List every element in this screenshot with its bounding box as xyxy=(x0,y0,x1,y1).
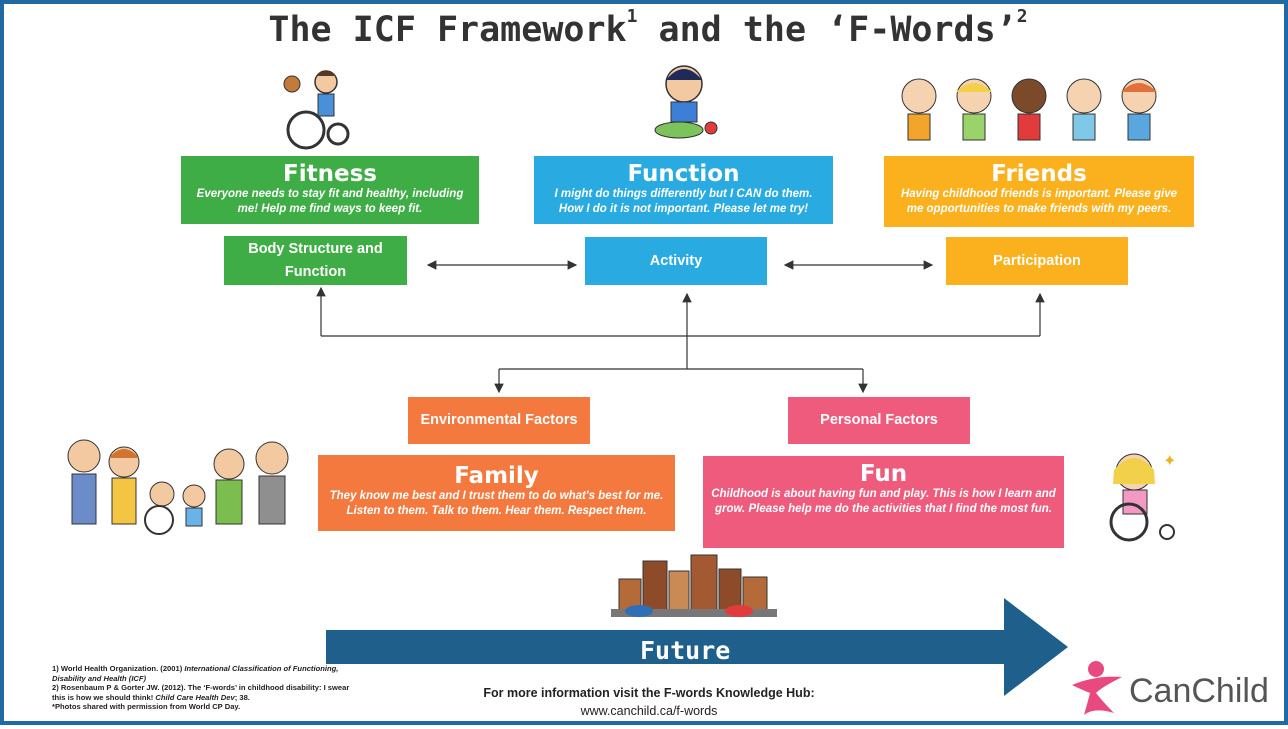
fitness-description: Everyone needs to stay fit and healthy, … xyxy=(196,188,464,215)
footnote-ref-2: 2 xyxy=(1016,6,1028,28)
footnote-2: 2) Rosenbaum P & Gorter JW. (2012). The … xyxy=(52,683,350,702)
footnote-3: *Photos shared with permission from Worl… xyxy=(52,702,241,711)
environmental-factors-box: Environmental Factors xyxy=(408,397,590,444)
personal-factors-box: Personal Factors xyxy=(788,397,970,444)
future-label: Future xyxy=(640,636,731,665)
canchild-logo-text: CanChild xyxy=(1129,672,1269,710)
more-info-text: For more information visit the F-words K… xyxy=(483,686,815,700)
page-title: The ICF Framework1 and the ‘F-Words’2 xyxy=(4,6,1288,50)
function-description: I might do things differently but I CAN … xyxy=(554,188,813,215)
activity-label: Activity xyxy=(649,252,703,269)
family-description: They know me best and I trust them to do… xyxy=(329,490,664,517)
family-heading: Family xyxy=(454,463,539,489)
future-arrow xyxy=(326,598,1068,696)
fitness-box: Fitness Everyone needs to stay fit and h… xyxy=(181,156,479,224)
title-text-2: and the ‘F-Words’ xyxy=(637,10,1017,50)
svg-text:✦: ✦ xyxy=(1163,451,1176,470)
city-illustration xyxy=(611,554,777,617)
title-text: The ICF Framework xyxy=(268,10,627,50)
footnotes: 1) World Health Organization. (2001) Int… xyxy=(52,664,352,712)
function-box: Function I might do things differently b… xyxy=(534,156,833,224)
eating-child-illustration xyxy=(654,65,718,139)
body-structure-box: Body Structure and Function xyxy=(224,236,407,285)
footnote-1: 1) World Health Organization. (2001) Int… xyxy=(52,664,339,683)
family-box: Family They know me best and I trust the… xyxy=(318,455,675,531)
wheelchair-girl-illustration: ✦ xyxy=(1109,451,1176,542)
friends-illustration xyxy=(901,78,1157,141)
fitness-heading: Fitness xyxy=(283,161,377,187)
website-link[interactable]: www.canchild.ca/f-words xyxy=(580,704,718,718)
body-structure-label: Body Structure and Function xyxy=(248,240,383,280)
personal-factors-label: Personal Factors xyxy=(820,412,938,428)
fun-description: Childhood is about having fun and play. … xyxy=(711,488,1056,515)
canchild-logo-icon xyxy=(1072,661,1122,715)
fun-heading: Fun xyxy=(859,461,908,487)
participation-box: Participation xyxy=(946,237,1128,285)
environmental-factors-label: Environmental Factors xyxy=(420,412,578,428)
family-illustration xyxy=(67,439,289,535)
function-heading: Function xyxy=(627,161,740,187)
activity-box: Activity xyxy=(585,237,767,285)
connector-lines xyxy=(316,260,1045,394)
friends-box: Friends Having childhood friends is impo… xyxy=(884,156,1194,227)
friends-heading: Friends xyxy=(991,161,1087,187)
footnote-ref-1: 1 xyxy=(626,6,638,28)
wheelchair-child-illustration xyxy=(283,70,350,150)
fun-box: Fun Childhood is about having fun and pl… xyxy=(703,456,1064,548)
friends-description: Having childhood friends is important. P… xyxy=(900,188,1178,215)
participation-label: Participation xyxy=(993,252,1081,269)
